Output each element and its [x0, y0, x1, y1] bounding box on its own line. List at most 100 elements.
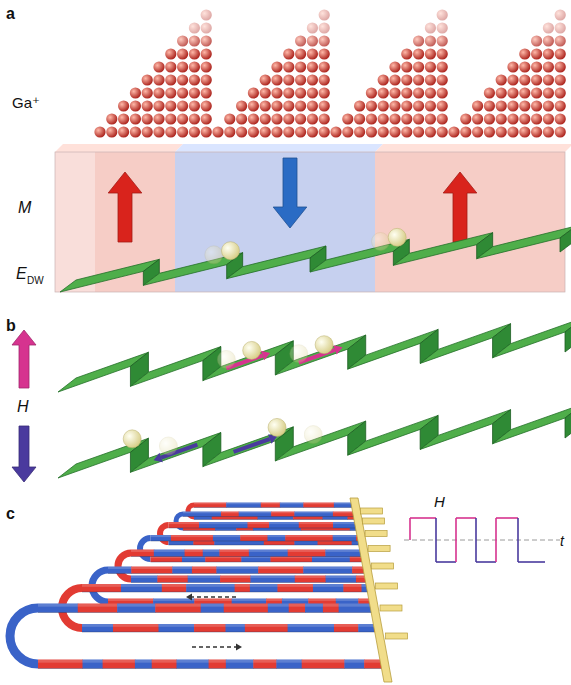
ga-ion [413, 113, 424, 124]
rail-edge [131, 556, 363, 557]
segment-highlight [194, 624, 226, 627]
segment-highlight [38, 660, 83, 663]
domain-segment [152, 660, 177, 669]
step-face [565, 404, 571, 438]
domain-segment [194, 624, 226, 632]
field-label: H [17, 399, 29, 415]
ga-ion [201, 113, 212, 124]
ga-ion [201, 35, 212, 46]
segment-highlight [334, 624, 359, 627]
ga-ion [543, 35, 554, 46]
ga-ion [496, 113, 507, 124]
ga-ion [543, 74, 554, 85]
field-waveform [475, 518, 477, 562]
ga-ion [437, 126, 448, 137]
segment-highlight [299, 522, 334, 524]
ga-ion [189, 113, 200, 124]
segment-highlight [177, 660, 210, 663]
ramp-face [348, 329, 438, 369]
racetrack-loop [62, 584, 379, 632]
ga-ion [118, 113, 129, 124]
slab-outline [55, 152, 565, 292]
panel-label: b [6, 318, 16, 334]
domain-segment [258, 567, 304, 574]
shift-direction [192, 596, 236, 597]
ga-ion [201, 22, 212, 33]
ga-ion [519, 87, 530, 98]
ga-ion [484, 87, 495, 98]
ga-ion [118, 100, 129, 111]
segment-highlight [226, 660, 254, 663]
ga-ion [366, 113, 377, 124]
domain-segment [131, 576, 158, 583]
domain-segment [313, 584, 344, 592]
ga-ion [401, 48, 412, 59]
ramp-face [420, 410, 510, 450]
domain-segment [249, 550, 288, 557]
segment-highlight [294, 512, 333, 514]
ga-ion [319, 87, 330, 98]
ga-ion [437, 61, 448, 72]
domain-segment [294, 512, 333, 517]
domain-segment [158, 624, 194, 632]
segment-highlight [131, 576, 158, 578]
ga-ion [519, 61, 530, 72]
domain-wall-ball [388, 228, 406, 246]
segment-highlight [153, 599, 195, 601]
ga-ion [366, 100, 377, 111]
segment-highlight [108, 567, 132, 569]
ga-ion [307, 61, 318, 72]
ga-ion [401, 74, 412, 85]
domain-segment [289, 604, 306, 613]
rail-edge [151, 541, 361, 542]
domain-wall-ball [315, 336, 333, 354]
field-waveform [435, 518, 437, 562]
slab-top-face [375, 144, 571, 152]
ga-ion [283, 74, 294, 85]
segment-highlight [282, 599, 309, 601]
field-waveform [495, 518, 497, 562]
magnetization-arrow [108, 172, 142, 242]
domain-segment [157, 576, 188, 583]
ga-ion [425, 35, 436, 46]
domain-segment [131, 567, 173, 574]
ga-ion [531, 100, 542, 111]
ga-ion [201, 126, 212, 137]
segment-highlight [194, 503, 227, 505]
rail-edge [131, 582, 368, 583]
ga-ion [484, 113, 495, 124]
racetrack-loop [10, 604, 386, 669]
ga-ion [330, 126, 341, 137]
domain-segment [203, 550, 220, 557]
racetrack-loop [188, 503, 356, 520]
field-waveform [409, 518, 411, 540]
domain-segment [270, 556, 312, 562]
ga-ion [212, 126, 223, 137]
contact-tab [361, 508, 383, 514]
field-waveform [436, 561, 456, 563]
domain-segment [117, 604, 156, 613]
domain-segment [288, 550, 326, 557]
magnetization-slab [55, 144, 571, 292]
ramp-face [60, 259, 159, 292]
segment-highlight [240, 535, 268, 537]
ga-ion [283, 126, 294, 137]
segment-highlight [83, 660, 104, 663]
ga-ion [496, 74, 507, 85]
field-arrow [12, 330, 36, 388]
ga-ion [260, 126, 271, 137]
domain-segment [250, 576, 295, 583]
ga-ion [519, 126, 530, 137]
segment-highlight [220, 576, 251, 578]
racetrack-loop [176, 512, 359, 531]
domain-segment [303, 567, 352, 574]
ga-ion [531, 35, 542, 46]
domain-region [375, 152, 565, 292]
segment-highlight [157, 576, 188, 578]
ga-ion [413, 48, 424, 59]
domain-segment [182, 556, 206, 562]
segment-highlight [209, 660, 227, 663]
domain-segment [38, 604, 78, 613]
motion-arrow [234, 439, 270, 452]
segment-highlight [169, 522, 200, 524]
